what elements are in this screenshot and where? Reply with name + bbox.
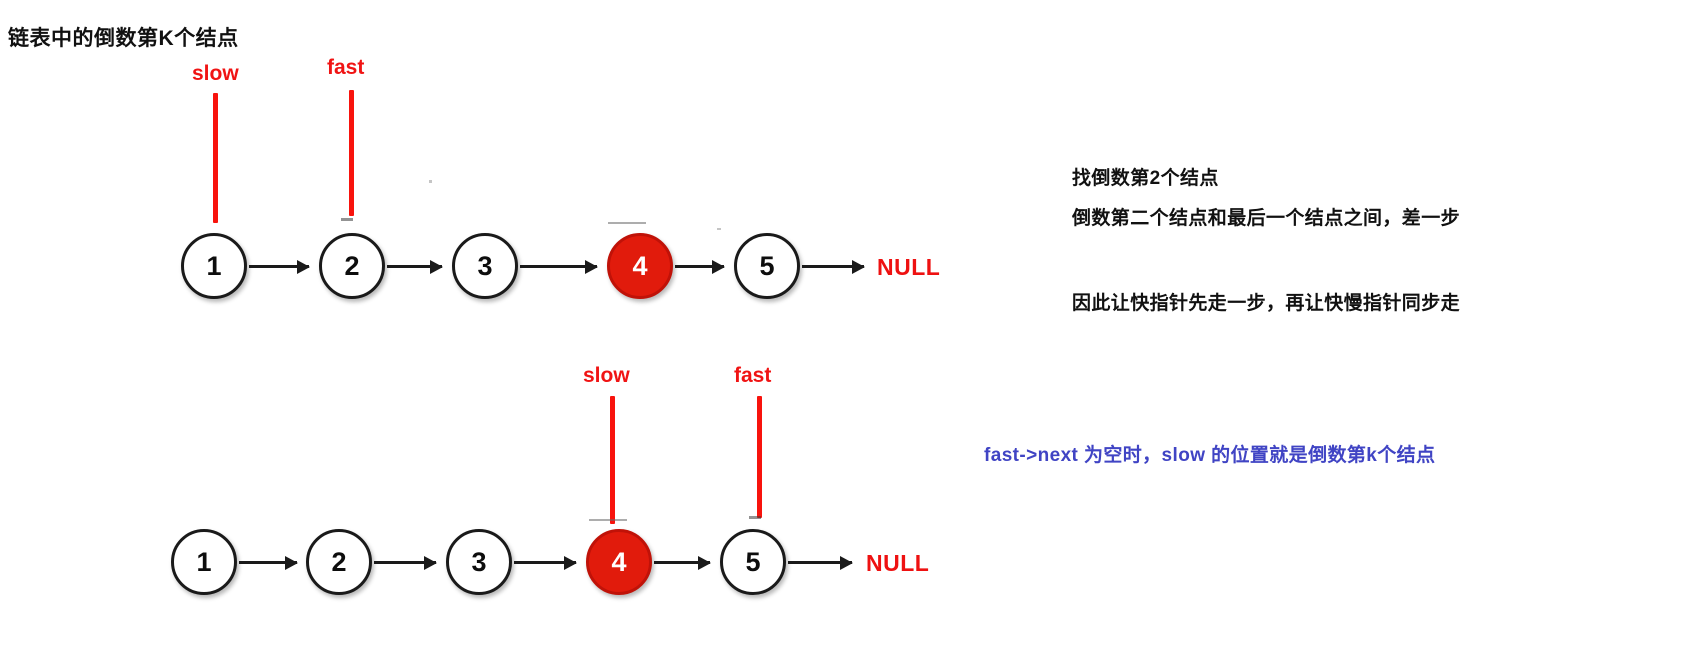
list-arrow xyxy=(374,561,436,564)
list-node[interactable]: 2 xyxy=(319,233,385,299)
note-line-1: 找倒数第2个结点 xyxy=(1072,168,1219,189)
list-node[interactable]: 1 xyxy=(181,233,247,299)
pointer-stem-fast-bottom xyxy=(757,396,762,518)
node-marker-tick-top xyxy=(608,222,646,224)
pointer-label-slow-bottom: slow xyxy=(583,364,630,387)
list-arrow xyxy=(249,265,309,268)
scan-speck xyxy=(717,228,721,230)
list-arrow xyxy=(239,561,297,564)
list-node-highlighted[interactable]: 4 xyxy=(586,529,652,595)
list-node[interactable]: 5 xyxy=(720,529,786,595)
scan-speck xyxy=(429,180,432,183)
list-node[interactable]: 3 xyxy=(446,529,512,595)
list-node-highlighted[interactable]: 4 xyxy=(607,233,673,299)
list-arrow xyxy=(520,265,597,268)
list-node[interactable]: 3 xyxy=(452,233,518,299)
pointer-label-fast-top: fast xyxy=(327,56,365,79)
list-node[interactable]: 5 xyxy=(734,233,800,299)
list-node[interactable]: 1 xyxy=(171,529,237,595)
list-arrow xyxy=(514,561,576,564)
pointer-stem-fast-top xyxy=(349,90,354,216)
conclusion-note: fast->next 为空时，slow 的位置就是倒数第k个结点 xyxy=(984,445,1436,466)
node-marker-tick-bottom xyxy=(589,519,627,521)
note-line-3: 因此让快指针先走一步，再让快慢指针同步走 xyxy=(1072,293,1461,314)
list-arrow xyxy=(675,265,724,268)
pointer-tick-fast-top xyxy=(341,218,353,221)
pointer-stem-slow-top xyxy=(213,93,218,223)
pointer-label-slow-top: slow xyxy=(192,62,239,85)
null-terminator: NULL xyxy=(866,550,930,576)
list-node[interactable]: 2 xyxy=(306,529,372,595)
pointer-tick-fast-bottom xyxy=(749,516,761,519)
list-arrow-to-null xyxy=(788,561,852,564)
list-arrow xyxy=(387,265,442,268)
null-terminator: NULL xyxy=(877,254,941,280)
list-arrow xyxy=(654,561,710,564)
pointer-label-fast-bottom: fast xyxy=(734,364,772,387)
pointer-stem-slow-bottom xyxy=(610,396,615,524)
note-line-2: 倒数第二个结点和最后一个结点之间，差一步 xyxy=(1072,208,1461,229)
page-title: 链表中的倒数第K个结点 xyxy=(8,27,239,50)
list-arrow-to-null xyxy=(802,265,864,268)
